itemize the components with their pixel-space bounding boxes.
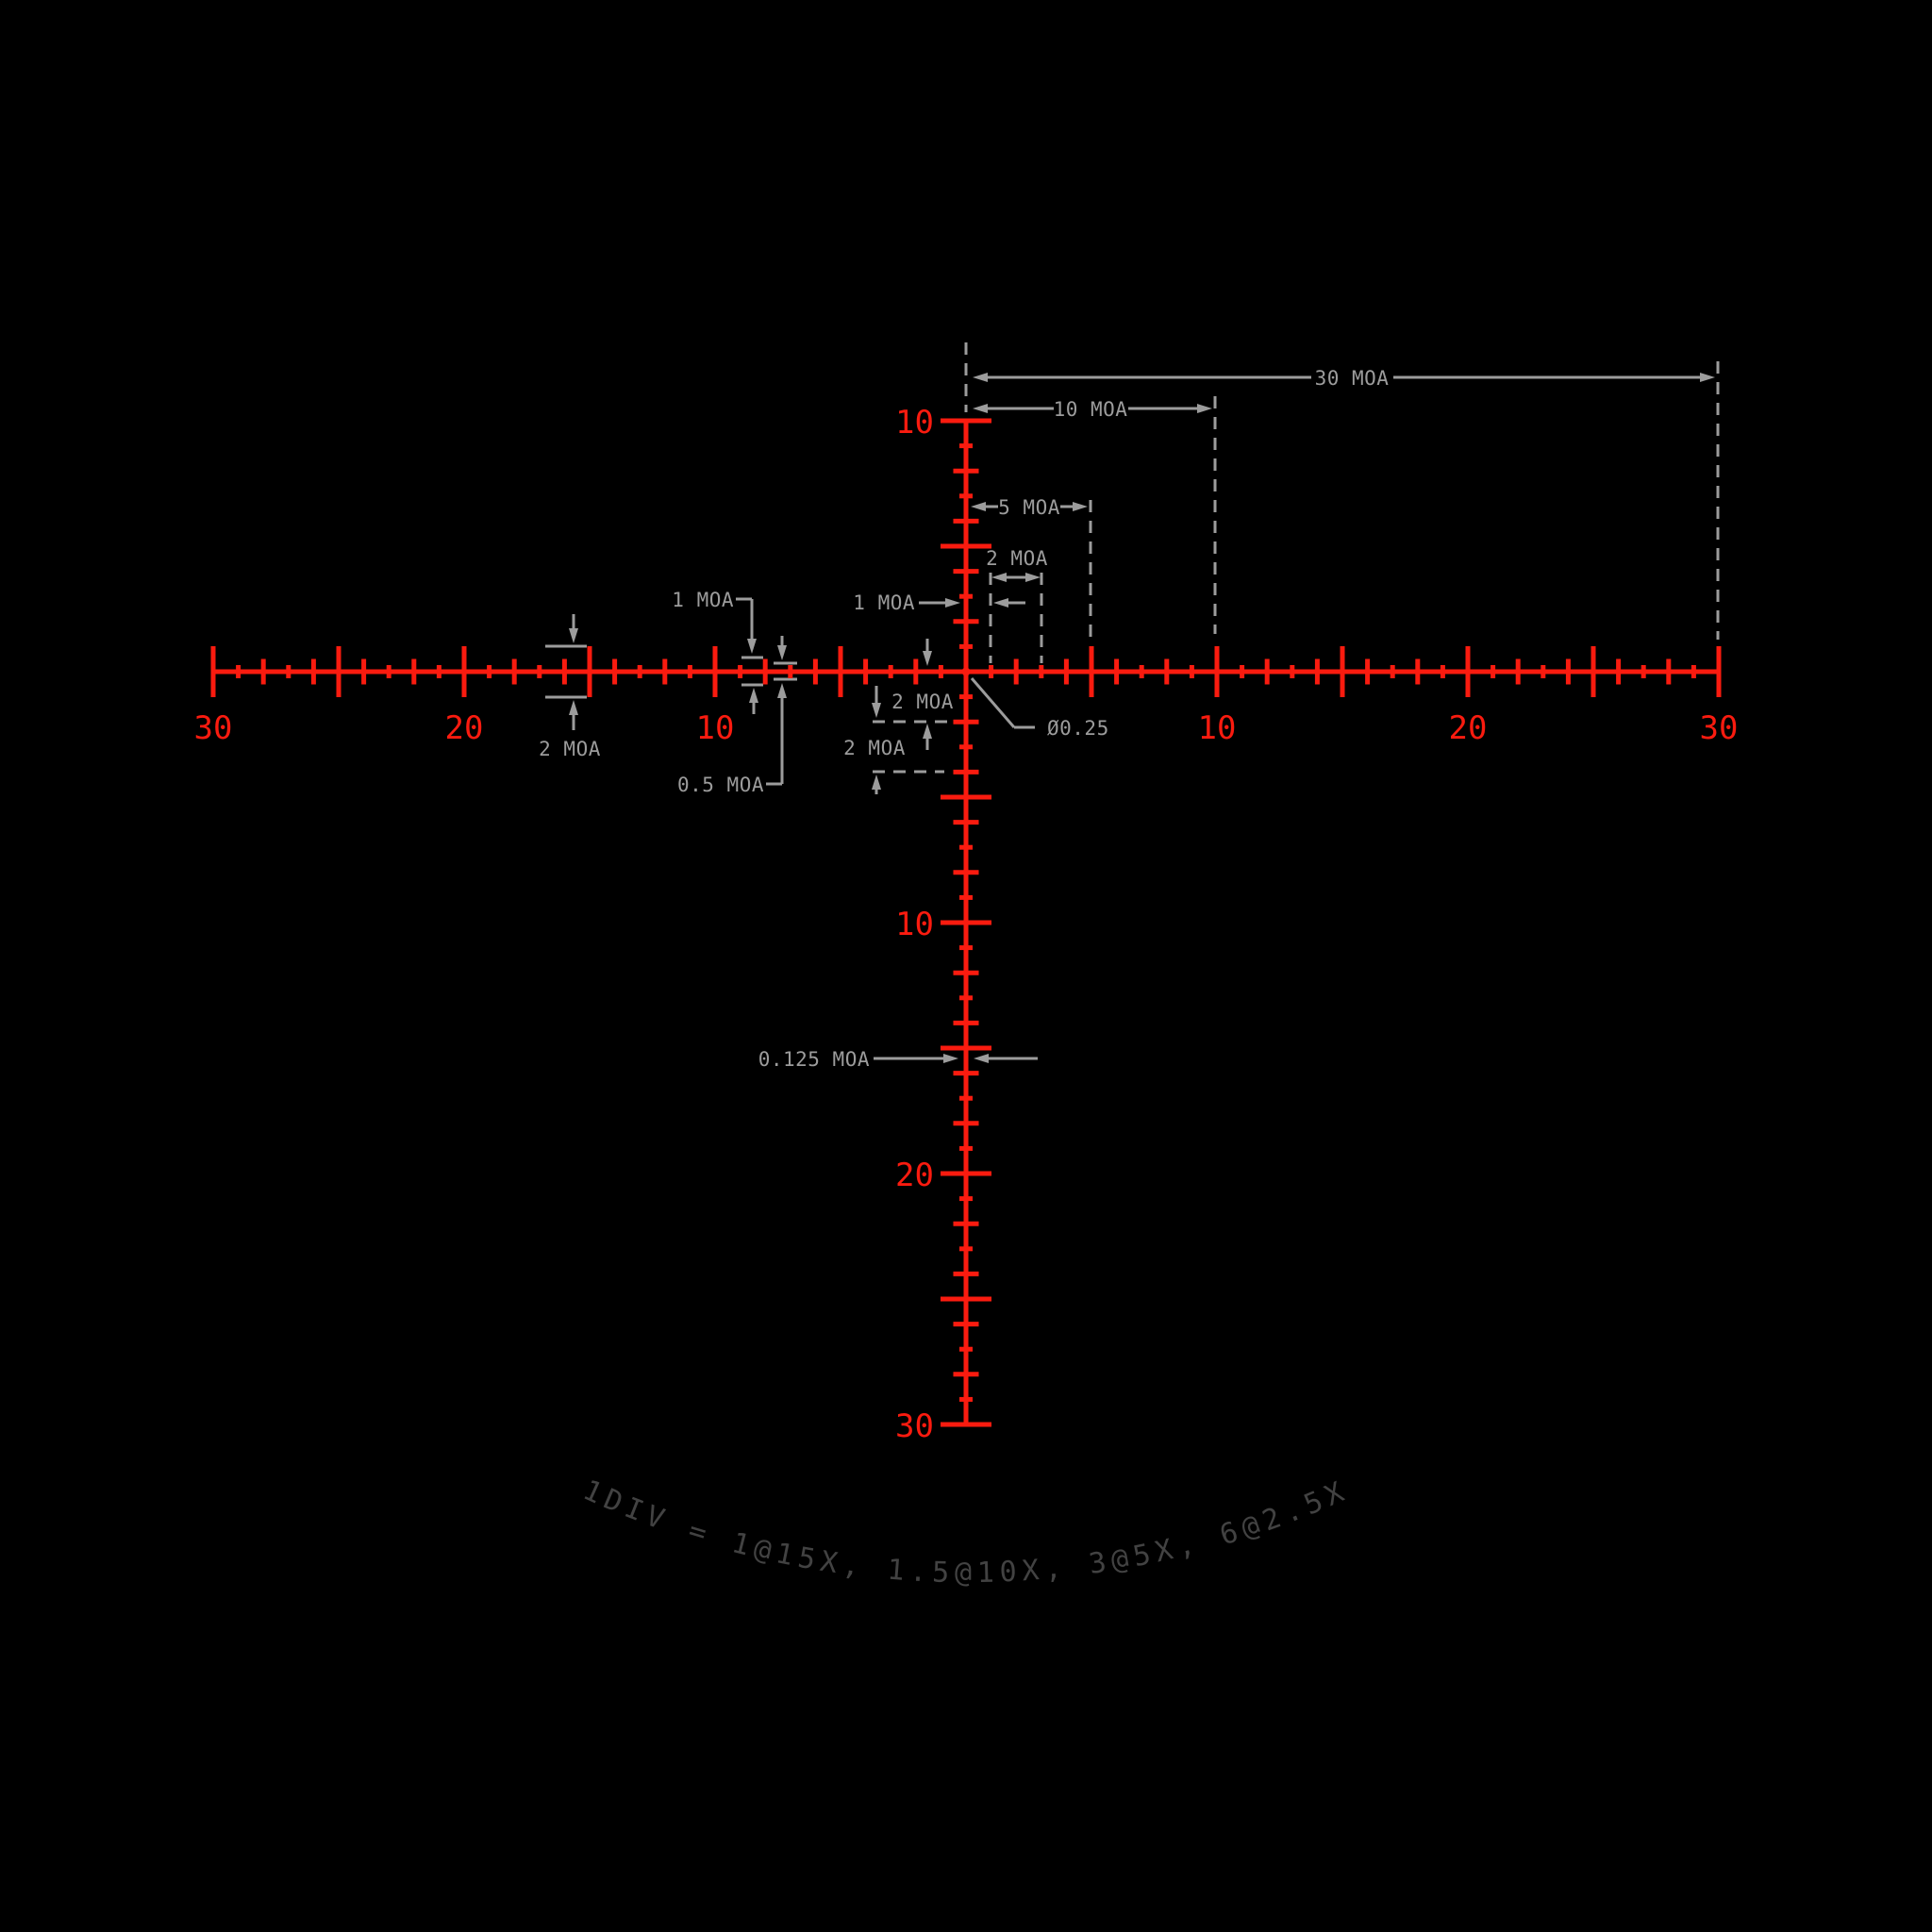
v-axis-number-up-10: 10 (895, 404, 934, 441)
dimension-arrowhead-4 (971, 502, 986, 511)
dimension-arrowhead-14 (569, 628, 578, 643)
h-axis-number-right-10: 10 (1198, 709, 1237, 747)
dim-label-5-moa: 5 MOA (998, 496, 1060, 519)
dim-label-2-moa: 2 MOA (891, 691, 954, 713)
dimension-arrowhead-17 (923, 724, 932, 739)
dimension-arrowhead-20 (943, 1054, 958, 1063)
dimension-arrowhead-3 (1197, 404, 1212, 413)
center-dot (961, 667, 971, 676)
dimension-arrowhead-21 (974, 1054, 989, 1063)
dimension-arrowhead-16 (923, 651, 932, 666)
v-axis-number-down-30: 30 (895, 1407, 934, 1445)
dim-label--0.25: Ø0.25 (1047, 717, 1109, 740)
dimension-arrowhead-1 (1700, 373, 1715, 382)
dimension-arrowhead-10 (747, 639, 757, 654)
reticle-layer: 30 20 10 10 20 30 10 10 20 30 (194, 404, 1739, 1445)
dim-label-2-moa: 2 MOA (986, 547, 1048, 570)
dimension-arrowhead-2 (973, 404, 988, 413)
dimension-arrowhead-18 (872, 703, 881, 718)
dimension-arrowhead-19 (872, 774, 881, 790)
dimension-arrowhead-6 (991, 573, 1007, 582)
dimension-arrowhead-8 (945, 598, 960, 608)
dimension-arrowhead-5 (1073, 502, 1088, 511)
dim-label-2-moa: 2 MOA (539, 738, 601, 760)
dimension-arrowhead-12 (777, 645, 787, 660)
h-axis-number-left-30: 30 (194, 709, 233, 747)
dim-label-0.5-moa: 0.5 MOA (677, 774, 764, 796)
dim-label-10-moa: 10 MOA (1054, 398, 1128, 421)
h-axis-number-right-20: 20 (1449, 709, 1488, 747)
dimension-arrowhead-9 (993, 598, 1008, 608)
h-axis-number-left-20: 20 (445, 709, 484, 747)
annotation-layer: 30 MOA 10 MOA 5 MOA 2 MOA 1 MOA 1 MOA 0.5 MOA 2… (539, 342, 1720, 1071)
dim-label-0.125-moa: 0.125 MOA (758, 1048, 870, 1071)
dim-label-1-moa: 1 MOA (853, 591, 915, 614)
v-axis-number-down-10: 10 (895, 906, 934, 943)
h-axis-number-right-30: 30 (1700, 709, 1739, 747)
dimension-arrowhead-15 (569, 700, 578, 715)
v-axis-number-down-20: 20 (895, 1157, 934, 1194)
dimension-arrowhead-7 (1025, 573, 1041, 582)
dim-label-1-moa: 1 MOA (672, 589, 734, 611)
h-axis-number-left-10: 10 (696, 709, 735, 747)
dimension-arrowhead-11 (749, 688, 758, 703)
dimension-arrowhead-0 (973, 373, 988, 382)
dimension-arrowhead-13 (777, 683, 787, 698)
dim-label-30-moa: 30 MOA (1315, 367, 1390, 390)
leader-line-8 (970, 677, 1016, 728)
dim-label-2-moa: 2 MOA (843, 737, 906, 759)
